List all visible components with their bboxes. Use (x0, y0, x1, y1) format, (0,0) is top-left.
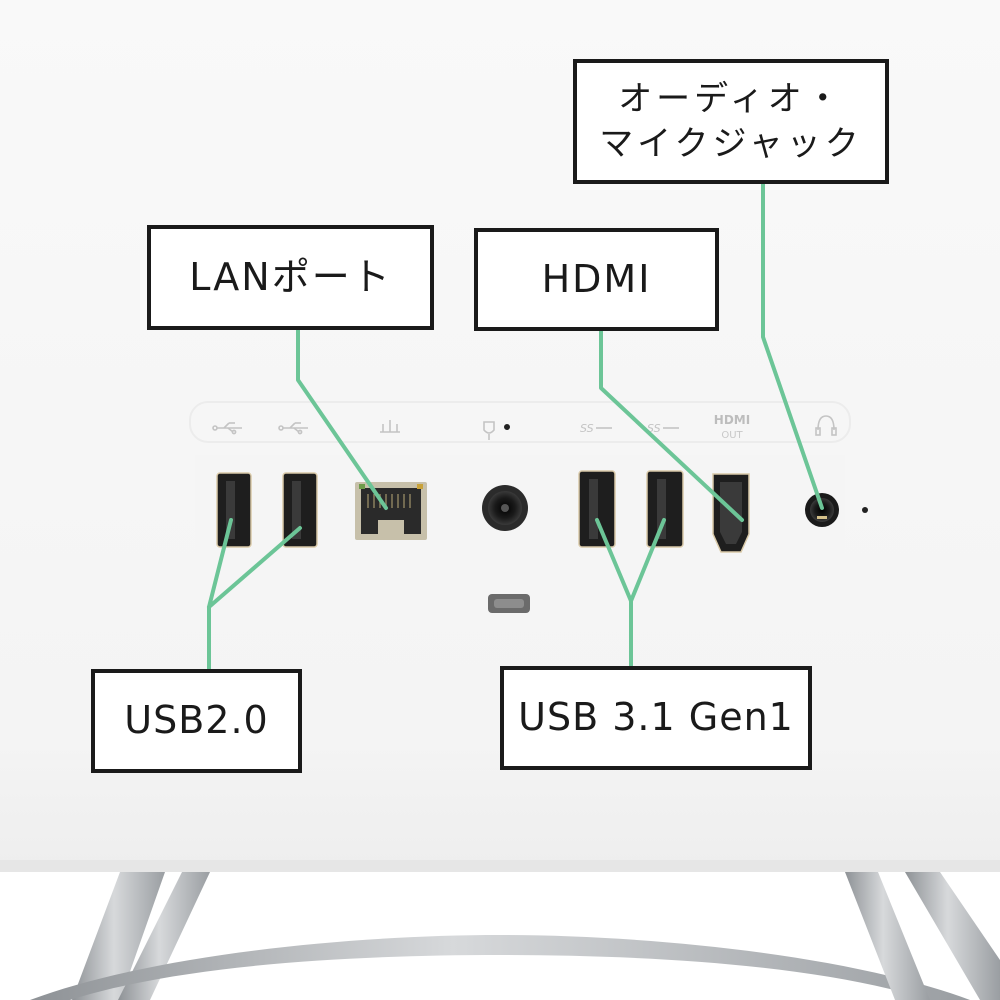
audio-indicator-dot (862, 507, 868, 513)
label-hdmi: HDMI (474, 228, 719, 331)
headset-icon (815, 415, 837, 436)
lan-port (355, 482, 427, 540)
label-audio-line1: オーディオ・ (618, 79, 844, 120)
leader-line-audio (761, 181, 824, 510)
leader-line-hdmi (599, 329, 744, 522)
power-icon (483, 421, 495, 440)
audio-jack (805, 493, 839, 527)
label-hdmi-text: HDMI (541, 256, 652, 301)
port-strip-outline (189, 401, 851, 443)
usb2-port-1 (216, 472, 252, 548)
ethernet-icon (380, 420, 400, 433)
leader-lines (207, 181, 824, 671)
label-audio-line2: マイクジャック (599, 123, 863, 164)
metal-stand (30, 872, 1000, 1000)
label-usb3: USB 3.1 Gen1 (500, 666, 812, 770)
label-lan-text: LANポート (189, 254, 392, 299)
usb3-port-2 (646, 470, 684, 548)
hdmi-out-text: OUT (721, 430, 743, 441)
label-usb2: USB2.0 (91, 669, 302, 773)
label-usb3-text: USB 3.1 Gen1 (518, 695, 794, 740)
usb3-port-1 (578, 470, 616, 548)
usb-ss-icon: SS (580, 422, 612, 435)
leader-line-lan (296, 328, 388, 510)
power-indicator-dot (504, 424, 510, 430)
label-lan-port: LANポート (147, 225, 434, 330)
security-slot-inner (494, 599, 524, 608)
usb-icon (278, 422, 308, 435)
svg-text:SS: SS (580, 422, 594, 435)
label-usb2-text: USB2.0 (124, 698, 269, 743)
label-audio-jack: オーディオ・ マイクジャック (573, 59, 889, 184)
usb2-port-2 (282, 472, 318, 548)
hdmi-port (712, 473, 750, 553)
dc-power-jack (482, 485, 528, 531)
usb-icon (212, 422, 242, 435)
device-bottom-edge (0, 860, 1000, 872)
hdmi-logo-text: HDMI (714, 413, 750, 427)
leader-line-usb3-b (629, 518, 666, 603)
leader-line-usb2-b (207, 526, 302, 609)
